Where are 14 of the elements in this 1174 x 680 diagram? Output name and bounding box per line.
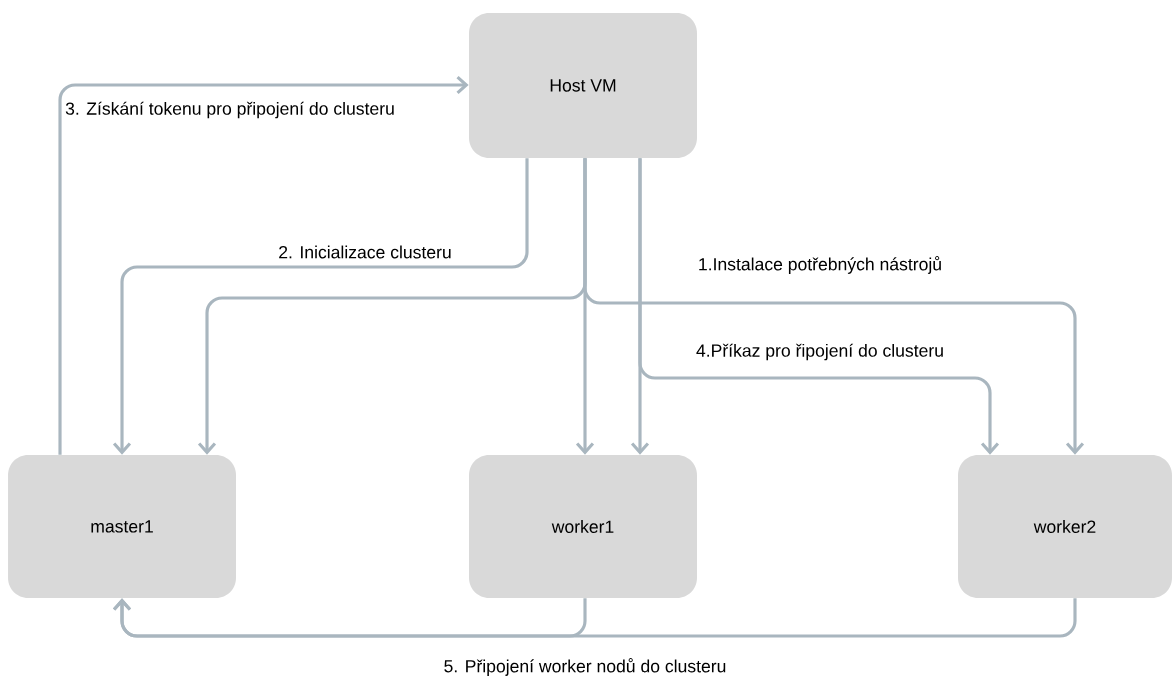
node-box: master1: [8, 455, 236, 598]
node-box: worker1: [469, 455, 697, 598]
node-box: Host VM: [469, 13, 697, 158]
edge-label: 3. Získání tokenu pro připojení do clusteru: [63, 99, 397, 121]
arrow: [112, 598, 1077, 638]
edge-label: 1.Instalace potřebných nástrojů: [696, 254, 944, 276]
arrow: [58, 75, 469, 455]
arrow: [583, 158, 1085, 455]
edge-label: 5. Připojení worker nodů do clusteru: [441, 656, 729, 678]
arrow: [112, 158, 529, 455]
edge-label: 2. Inicializace clusteru: [276, 243, 454, 261]
edge-label: 4.Příkaz pro řipojení do clusteru: [694, 341, 946, 363]
node-box: worker2: [958, 455, 1172, 598]
arrow: [638, 158, 1000, 455]
